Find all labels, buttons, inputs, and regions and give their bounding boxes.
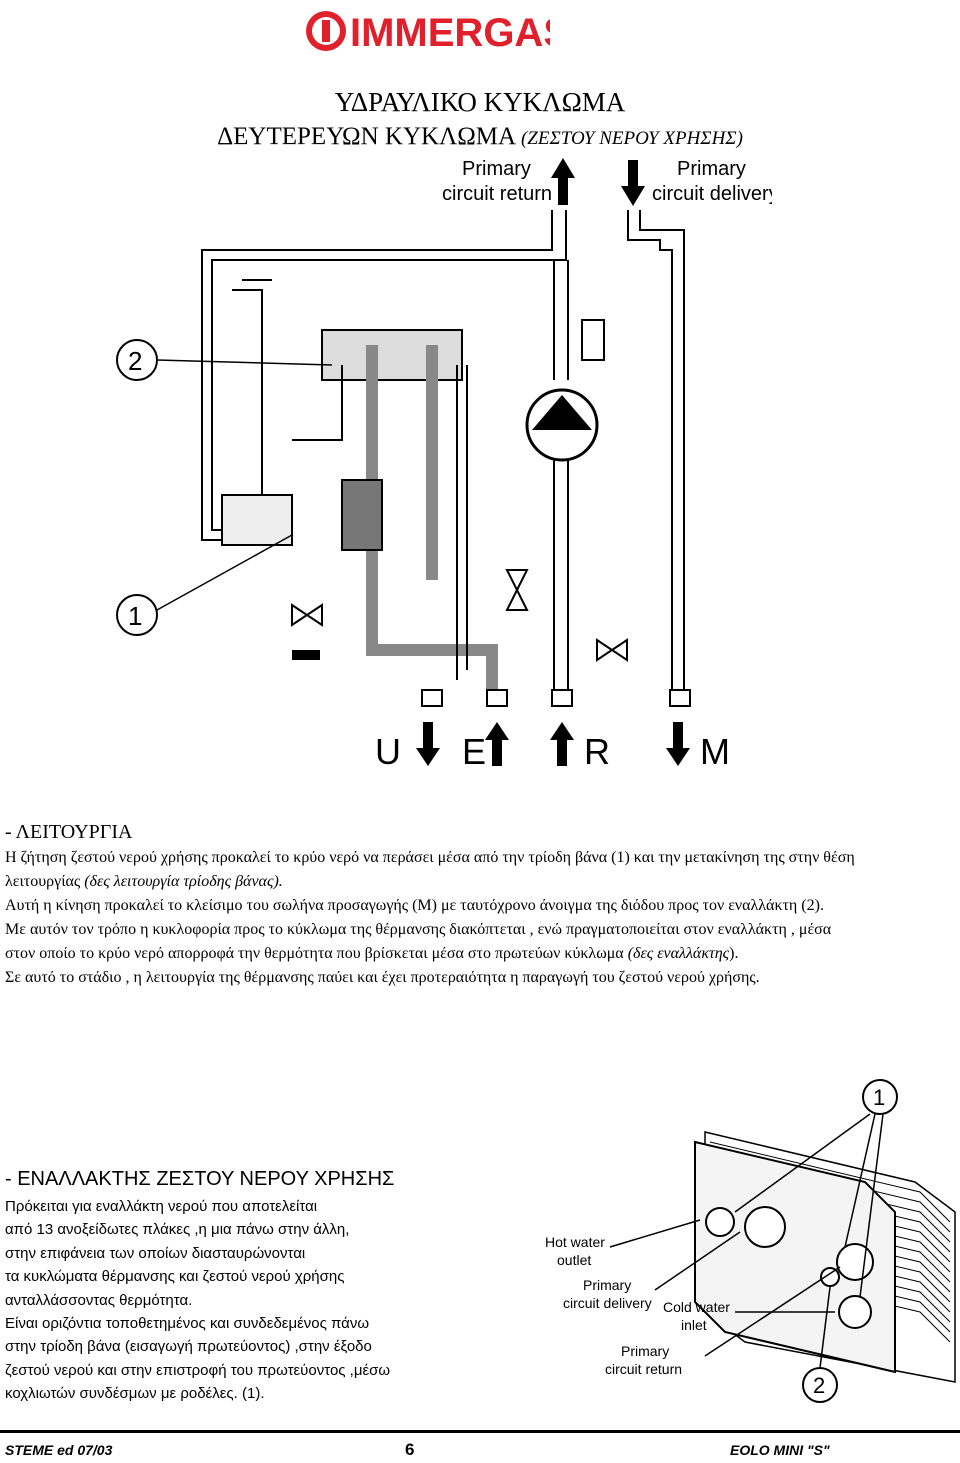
operation-paragraph-3: Με αυτόν τον τρόπο η κυκλοφορία προς το … <box>5 921 832 962</box>
exchanger-line: κοχλιωτών συνδέσμων με ροδέλες. (1). <box>5 1385 265 1403</box>
connection-r-label: R <box>584 731 610 772</box>
hot-water-label-2: outlet <box>557 1252 591 1268</box>
immergas-logo: IMMERGAS <box>306 11 550 55</box>
operation-paragraph-1: Η ζήτηση ζεστού νερού χρήσης προκαλεί το… <box>5 849 855 890</box>
page-number: 6 <box>405 1440 415 1459</box>
heat-exchanger-diagram: Hot water outlet Primary circuit deliver… <box>545 1079 956 1403</box>
operation-paragraph-2: Αυτή η κίνηση προκαλεί το κλείσιμο του σ… <box>5 897 824 914</box>
exchanger-body: Πρόκειται για εναλλάκτη νερού που αποτελ… <box>5 1195 505 1406</box>
exchanger-callout-2: 2 <box>802 1286 838 1403</box>
subtitle-sub: (ΖΕΣΤΟΥ ΝΕΡΟΥ ΧΡΗΣΗΣ) <box>520 128 743 149</box>
exchanger-callout-1: 1 <box>734 1079 898 1298</box>
exchanger-line: στην τρίοδη βάνα (εισαγωγή πρωτεύοντος) … <box>5 1338 372 1356</box>
u-down-arrow-icon <box>416 722 440 766</box>
primary-delivery-label-2: circuit delivery <box>563 1295 652 1311</box>
exchanger-line: από 13 ανοξείδωτες πλάκες ,η μια πάνω στ… <box>5 1221 350 1239</box>
primary-return-label-2: circuit return <box>442 183 552 205</box>
page-title: ΥΔΡΑΥΛΙΚΟ ΚΥΚΛΩΜΑ <box>334 87 626 117</box>
primary-delivery-label-1: Primary <box>677 158 746 180</box>
connection-u-label: U <box>375 731 401 772</box>
exchanger-line: ανταλλάσσοντας θερμότητα. <box>5 1291 193 1309</box>
connection-e-label: E <box>462 731 486 772</box>
operation-heading: - ΛΕΙΤΟΥΡΓΙΑ <box>5 821 133 843</box>
primary-return-arrow <box>551 158 575 205</box>
cold-water-label-1: Cold water <box>663 1299 730 1315</box>
page-subtitle: ΔΕΥΤΕΡΕΥΩΝ ΚΥΚΛΩΜΑ (ΖΕΣΤΟΥ ΝΕΡΟΥ ΧΡΗΣΗΣ) <box>0 122 960 154</box>
svg-text:1: 1 <box>128 601 142 631</box>
svg-text:1: 1 <box>873 1085 885 1110</box>
callout-1: 1 <box>116 534 293 636</box>
operation-section: - ΛΕΙΤΟΥΡΓΙΑ Η ζήτηση ζεστού νερού χρήση… <box>5 818 855 990</box>
exchanger-line: τα κυκλώματα θέρμανσης και ζεστού νερού … <box>5 1268 345 1286</box>
exchanger-line: Είναι οριζόντια τοποθετημένος και συνδεδ… <box>5 1315 370 1333</box>
r-up-arrow-icon <box>550 722 574 766</box>
svg-text:2: 2 <box>128 346 142 376</box>
exchanger-line: Πρόκειται για εναλλάκτη νερού που αποτελ… <box>5 1198 318 1215</box>
exchanger-heading: - ΕΝΑΛΛΑΚΤΗΣ ΖΕΣΤΟΥ ΝΕΡΟΥ ΧΡΗΣΗΣ <box>5 1168 395 1190</box>
primary-delivery-label-1: Primary <box>583 1277 631 1293</box>
e-up-arrow-icon <box>485 722 509 766</box>
exchanger-line: στην επιφάνεια των οποίων διασταυρώνοντα… <box>5 1244 306 1262</box>
m-down-arrow-icon <box>666 722 690 766</box>
primary-return-label-1: Primary <box>462 158 531 180</box>
footer-model: EOLO MINI "S" <box>730 1442 830 1458</box>
svg-text:2: 2 <box>813 1373 825 1398</box>
operation-paragraph-4: Σε αυτό το στάδιο , η λειτουργία της θέρ… <box>5 969 760 986</box>
connection-m-label: M <box>700 731 730 772</box>
footer-rule <box>0 1430 960 1433</box>
hydraulic-circuit-diagram: Primary circuit return Primary circuit d… <box>116 158 772 772</box>
footer-edition: STEME ed 07/03 <box>5 1442 113 1458</box>
logo-text: IMMERGAS <box>350 11 550 55</box>
primary-return-label-2: circuit return <box>605 1361 682 1377</box>
callout-2: 2 <box>116 339 333 381</box>
primary-delivery-label-2: circuit delivery* <box>652 183 772 205</box>
primary-delivery-arrow <box>621 160 645 206</box>
subtitle-main: ΔΕΥΤΕΡΕΥΩΝ ΚΥΚΛΩΜΑ <box>217 123 515 150</box>
three-way-valve-icon <box>221 494 293 546</box>
cold-water-label-2: inlet <box>681 1317 707 1333</box>
primary-return-label-1: Primary <box>621 1343 669 1359</box>
hot-water-label-1: Hot water <box>545 1234 605 1250</box>
exchanger-line: ζεστού νερού και στην επιστροφή του πρωτ… <box>5 1361 391 1379</box>
